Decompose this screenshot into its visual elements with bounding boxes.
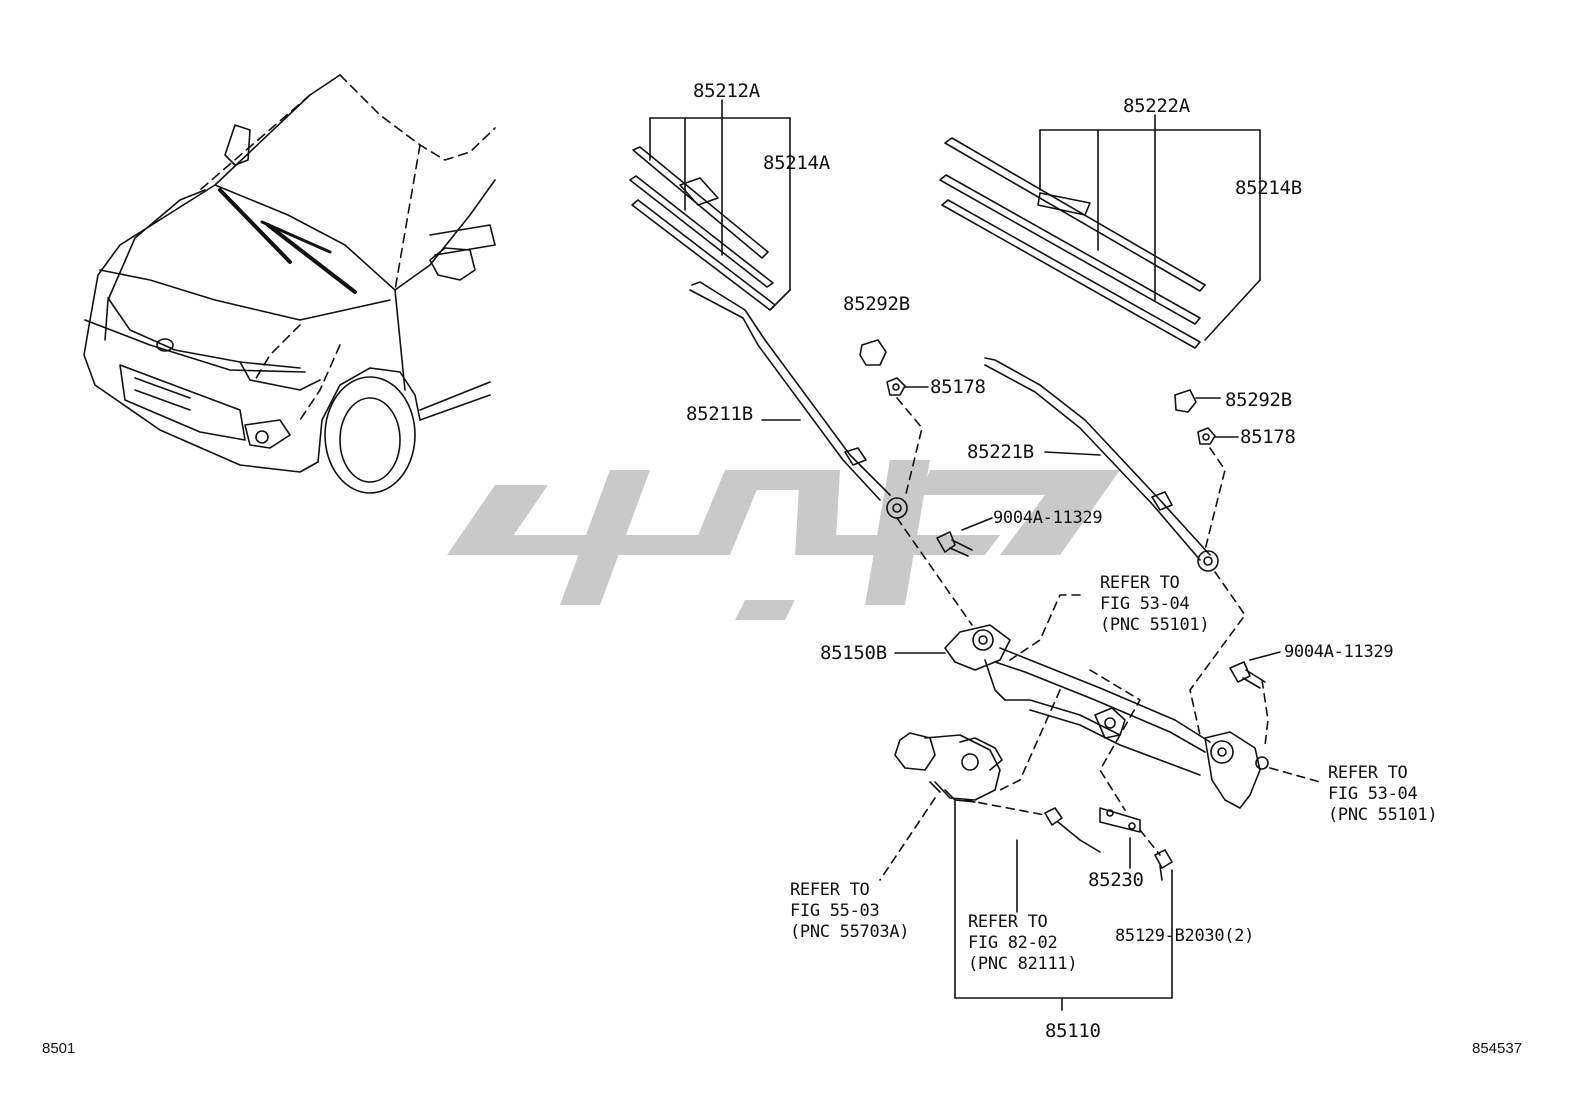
bolt-85129 [1154,849,1173,881]
ref-line: REFER TO [790,880,870,900]
left-wiper-arm [689,281,908,519]
label-85221B: 85221B [967,441,1034,463]
right-wiper-arm [984,357,1219,572]
connector-82111 [1044,807,1101,853]
figure-code: 8501 [42,1040,76,1057]
label-85212A: 85212A [693,80,760,102]
leader-85222A [1039,114,1261,301]
ref-line: (PNC 55703A) [790,922,910,942]
nut-85178-right [1197,427,1216,445]
cap-85292B-left [859,339,887,366]
leader-9004A-right [1249,651,1281,661]
ref-line: REFER TO [1328,763,1408,783]
bracket-85230 [1099,807,1141,833]
ref-fig-55-03: REFER TO FIG 55-03 (PNC 55703A) [790,880,910,943]
label-85129: 85129-B2030(2) [1115,926,1255,946]
vehicle-outline [83,74,496,494]
bolt-9004A-right [1229,661,1266,689]
label-85292B-right: 85292B [1225,389,1292,411]
label-9004A-left: 9004A-11329 [993,508,1103,528]
leader-85212A [649,99,791,291]
wiper-motor [894,732,1003,803]
ref-line: FIG 82-02 [968,933,1058,953]
label-85292B-left: 85292B [843,293,910,315]
right-wiper-blade [939,137,1206,349]
label-9004A-right: 9004A-11329 [1284,642,1394,662]
label-85178-right: 85178 [1240,426,1296,448]
nut-85178-left [886,377,906,396]
ref-line: (PNC 82111) [968,954,1078,974]
watermark-logo [447,460,1120,620]
left-wiper-blade [629,146,776,311]
ref-line: REFER TO [968,912,1048,932]
ref-line: REFER TO [1100,573,1180,593]
label-85214B: 85214B [1235,177,1302,199]
leader-85221B [1044,451,1101,456]
ref-line: FIG 55-03 [790,901,880,921]
illustration-code: 854537 [1472,1040,1523,1057]
leader-9004A-left [961,517,993,531]
wiper-linkage [944,624,1269,809]
bolt-9004A-left [936,531,973,557]
label-85150B: 85150B [820,642,887,664]
label-85222A: 85222A [1123,95,1190,117]
label-85230: 85230 [1088,869,1144,891]
ref-fig-82-02: REFER TO FIG 82-02 (PNC 82111) [968,912,1078,975]
leader-85110 [954,799,1173,999]
ref-line: FIG 53-04 [1328,784,1418,804]
label-85110: 85110 [1045,1020,1101,1042]
label-85178-left: 85178 [930,376,986,398]
ref-line: (PNC 55101) [1328,805,1438,825]
ref-fig-53-04-top: REFER TO FIG 53-04 (PNC 55101) [1100,573,1210,636]
label-85214A: 85214A [763,152,830,174]
label-85211B: 85211B [686,403,753,425]
ref-line: FIG 53-04 [1100,594,1190,614]
cap-85292B-right [1174,389,1197,413]
dashed-leaders [879,397,1321,881]
ref-fig-53-04-right: REFER TO FIG 53-04 (PNC 55101) [1328,763,1438,826]
leader-85214B [1204,279,1261,341]
leader-85214A [771,289,791,309]
ref-line: (PNC 55101) [1100,615,1210,635]
